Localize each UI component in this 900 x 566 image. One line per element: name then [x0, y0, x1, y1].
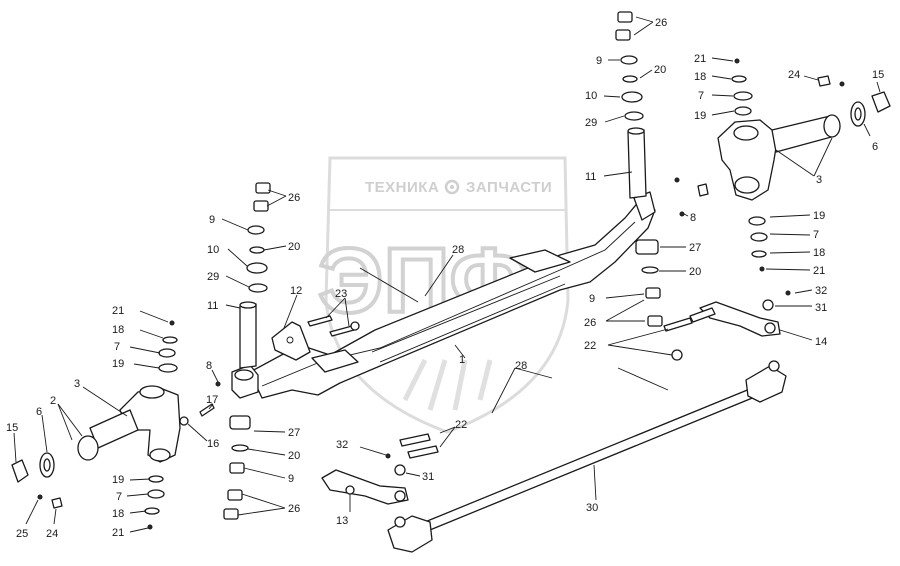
callout-7: 7: [813, 229, 819, 241]
callout-18: 18: [813, 247, 825, 259]
callout-32: 32: [815, 285, 827, 297]
callout-8: 8: [206, 360, 212, 372]
tie-rod: [387, 360, 787, 553]
kingpin-right: [627, 127, 647, 199]
callout-7: 7: [698, 90, 704, 102]
callout-12: 12: [290, 285, 302, 297]
callout-19: 19: [694, 110, 706, 122]
watermark-wheat: [402, 358, 493, 411]
callout-21: 21: [112, 527, 124, 539]
left-stack-top: [246, 182, 271, 293]
callout-20: 20: [654, 64, 666, 76]
nuts-31-32: [385, 290, 791, 476]
callout-16: 16: [207, 438, 219, 450]
callout-9: 9: [596, 55, 602, 67]
callout-26: 26: [288, 192, 300, 204]
callout-26: 26: [655, 17, 667, 29]
watermark-text-left: ТЕХНИКА: [365, 179, 439, 196]
callout-10: 10: [585, 90, 597, 102]
callout-17: 17: [206, 394, 218, 406]
callout-20: 20: [689, 266, 701, 278]
right-stack-bottom: [635, 239, 663, 327]
callout-18: 18: [112, 508, 124, 520]
callout-23: 23: [335, 288, 347, 300]
callout-15: 15: [6, 422, 18, 434]
callout-3: 3: [74, 378, 80, 390]
callout-18: 18: [112, 324, 124, 336]
callout-6: 6: [872, 141, 878, 153]
callout-14: 14: [815, 336, 827, 348]
callout-25: 25: [16, 528, 28, 540]
callout-9: 9: [589, 293, 595, 305]
callout-10: 10: [207, 244, 219, 256]
callout-29: 29: [585, 117, 597, 129]
callout-22: 22: [455, 419, 467, 431]
callout-11: 11: [207, 300, 218, 312]
left-knuckle-washers: [37, 320, 178, 530]
steering-knuckle-left: [11, 385, 181, 483]
bolts-22: [399, 307, 716, 459]
callout-19: 19: [112, 358, 124, 370]
kingpin-left: [239, 301, 257, 369]
callout-20: 20: [288, 241, 300, 253]
gear-icon: [444, 179, 460, 195]
callout-7: 7: [114, 341, 120, 353]
callout-21: 21: [813, 265, 825, 277]
callout-27: 27: [689, 242, 701, 254]
callout-18: 18: [694, 71, 706, 83]
callout-27: 27: [288, 427, 300, 439]
callout-6: 6: [36, 406, 42, 418]
callout-28: 28: [515, 360, 527, 372]
callout-32: 32: [336, 439, 348, 451]
callout-21: 21: [694, 53, 706, 65]
callout-26: 26: [288, 503, 300, 515]
watermark-shield: [324, 156, 570, 434]
callout-30: 30: [586, 502, 598, 514]
callout-31: 31: [815, 302, 827, 314]
right-knuckle-washers: [731, 58, 845, 272]
callout-11: 11: [585, 171, 596, 183]
callout-24: 24: [46, 528, 58, 540]
callout-3: 3: [816, 174, 822, 186]
callout-labels: 26 9 20 10 29 11 21 18 7 19 24 15 6 3 8 …: [6, 17, 884, 540]
callout-22: 22: [584, 340, 596, 352]
callout-28: 28: [452, 244, 464, 256]
callout-20: 20: [288, 450, 300, 462]
callout-8: 8: [690, 212, 696, 224]
steering-arm-13: [321, 469, 409, 505]
left-stack-bottom: [223, 415, 251, 520]
callout-1: 1: [459, 354, 465, 366]
callout-7: 7: [116, 491, 122, 503]
callout-21: 21: [112, 305, 124, 317]
right-small-parts: [674, 177, 709, 217]
bracket-12: [271, 321, 311, 361]
watermark-text-right: ЗАПЧАСТИ: [466, 179, 552, 196]
steering-arm-14: [699, 301, 781, 337]
callout-19: 19: [813, 210, 825, 222]
callout-19: 19: [112, 474, 124, 486]
spring-pad-right: [509, 249, 571, 273]
callout-24: 24: [788, 69, 800, 81]
callout-9: 9: [288, 473, 294, 485]
callout-29: 29: [207, 271, 219, 283]
callout-31: 31: [422, 471, 434, 483]
leader-lines: [13, 16, 881, 533]
bolts-23: [307, 315, 360, 337]
front-axle-beam: [231, 191, 656, 399]
right-stack-top: [615, 11, 644, 121]
callout-26: 26: [584, 317, 596, 329]
callout-9: 9: [209, 214, 215, 226]
callout-2: 2: [50, 395, 56, 407]
spring-pad-left: [311, 349, 359, 373]
steering-knuckle-right: [717, 91, 891, 201]
callout-15: 15: [872, 69, 884, 81]
callout-13: 13: [336, 515, 348, 527]
